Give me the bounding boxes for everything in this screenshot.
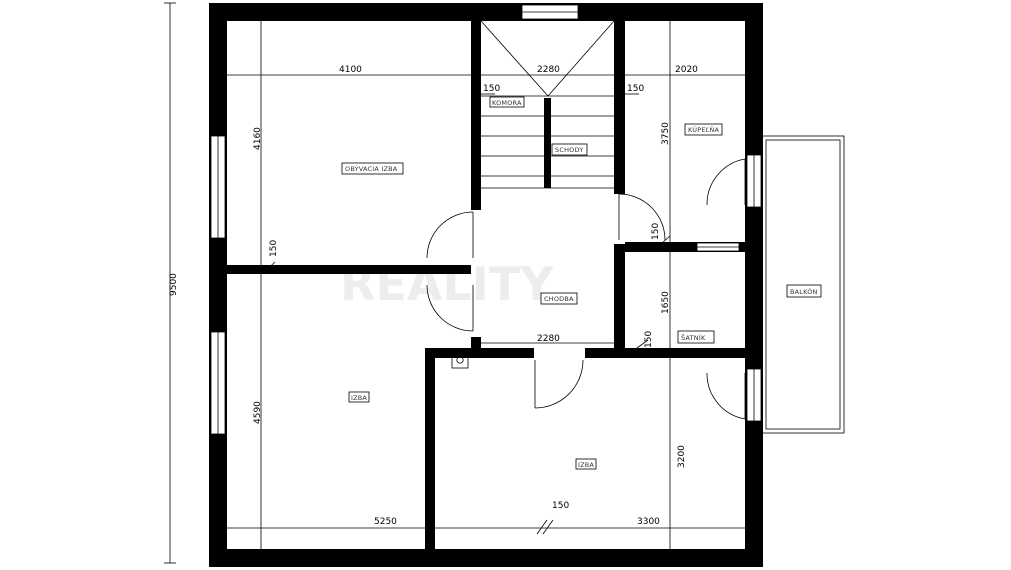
balcony — [761, 135, 845, 434]
dimension-lines — [227, 21, 745, 549]
dim-bath-width: 2020 — [675, 65, 698, 75]
dim-bottom-left-width: 5250 — [374, 517, 397, 527]
doors — [426, 158, 746, 420]
room-stairs-label: SCHODY — [555, 146, 584, 154]
room-1-label: IZBA — [351, 394, 367, 402]
dim-wall-150-e: 150 — [644, 331, 654, 348]
room-living-label: OBÝVACIA IZBA — [345, 164, 398, 173]
dim-closet-depth: 1650 — [661, 291, 671, 314]
room-closet-label: ŠATNÍK — [681, 333, 706, 342]
room-hall-label: CHODBA — [544, 295, 574, 303]
dim-living-depth: 4160 — [253, 127, 263, 150]
room-2-label: IZBA — [578, 461, 594, 469]
room-storage-label: KOMORA — [492, 99, 522, 107]
dim-stair-width-top: 2280 — [537, 65, 560, 75]
dim-room-depth: 4590 — [253, 401, 263, 424]
dim-wall-150-f: 150 — [552, 501, 569, 511]
room-balcony-label: BALKÓN — [790, 287, 818, 296]
dim-bath-depth: 3750 — [661, 122, 671, 145]
dim-wall-150-a: 150 — [483, 84, 500, 94]
stairs — [480, 20, 615, 189]
chimney — [451, 350, 469, 369]
dim-bottom-right-width: 3300 — [637, 517, 660, 527]
room-labels — [341, 96, 822, 470]
dim-wall-150-d: 150 — [651, 223, 661, 240]
windows — [210, 4, 762, 435]
dim-wall-150-c: 150 — [269, 240, 279, 257]
dim-wall-150-b: 150 — [627, 84, 644, 94]
dim-living-width: 4100 — [339, 65, 362, 75]
dim-room2-depth: 3200 — [677, 445, 687, 468]
dim-overall-height: 9500 — [169, 273, 179, 296]
dim-stair-width-bottom: 2280 — [537, 334, 560, 344]
overall-dimension — [164, 2, 176, 564]
room-bath-label: KÚPEĽŇA — [688, 125, 720, 134]
